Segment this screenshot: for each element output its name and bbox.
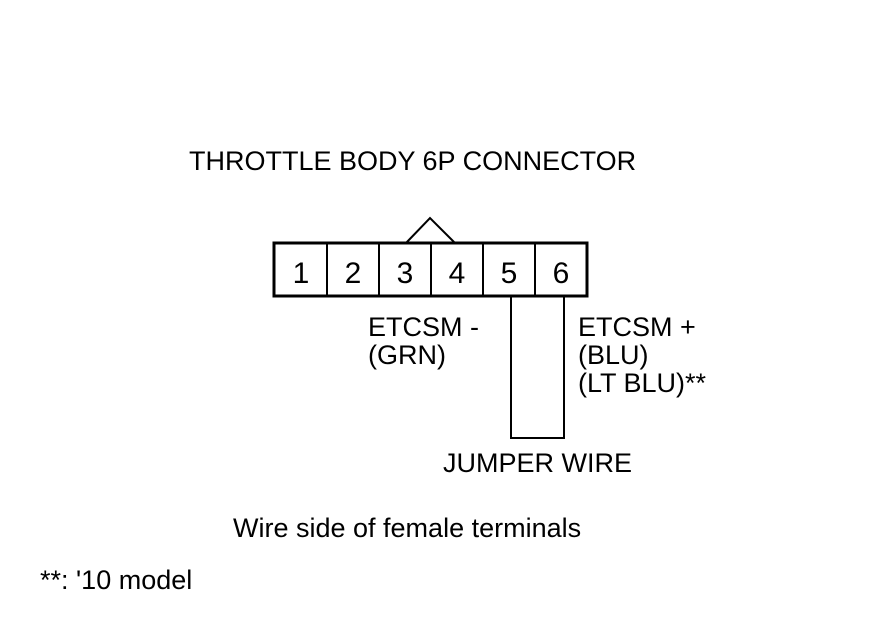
- pin6-signal-label: ETCSM +: [578, 312, 696, 342]
- pin-number: 4: [449, 257, 466, 290]
- connector-lock-tab: [405, 216, 456, 244]
- jumper-wire-label: JUMPER WIRE: [443, 448, 632, 478]
- pin3-signal-label: ETCSM -: [368, 312, 479, 342]
- footnote: **: '10 model: [40, 565, 193, 595]
- diagram-caption: Wire side of female terminals: [233, 513, 582, 543]
- pin3-wire-color: (GRN): [368, 340, 446, 370]
- jumper-wire: [510, 296, 565, 439]
- pin-number: 1: [293, 257, 310, 290]
- pin-number: 5: [501, 257, 518, 290]
- pin6-wire-color: (BLU): [578, 340, 649, 370]
- pin6-wire-color-alt: (LT BLU)**: [578, 368, 707, 398]
- pin-number: 3: [397, 257, 414, 290]
- pin-number: 6: [553, 257, 570, 290]
- pin-number: 2: [345, 257, 362, 290]
- connector-title: THROTTLE BODY 6P CONNECTOR: [189, 146, 637, 176]
